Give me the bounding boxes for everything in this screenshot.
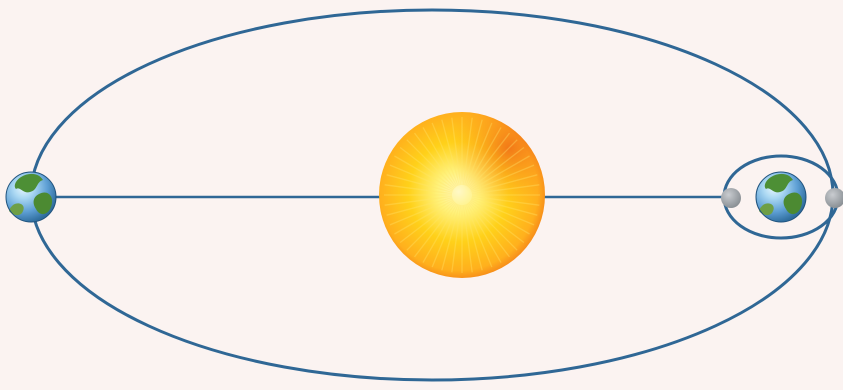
moon-icon xyxy=(721,188,741,208)
sun-icon xyxy=(379,112,545,278)
earth-icon xyxy=(6,172,56,222)
earth-icon xyxy=(756,172,806,222)
moon-icon xyxy=(825,188,843,208)
